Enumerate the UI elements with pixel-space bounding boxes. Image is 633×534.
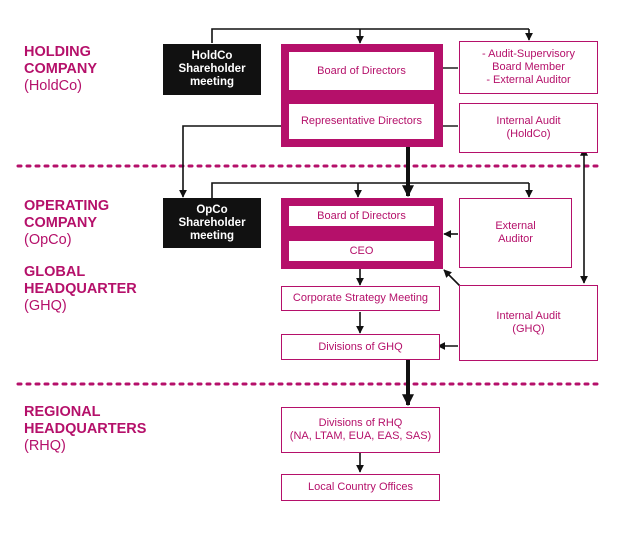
section-opco-sub: (OpCo) [24,232,72,248]
opco-shareholder-line-3: meeting [189,229,235,242]
opco-top-bracket [211,182,529,198]
holdco-board-of-directors: Board of Directors [289,52,434,90]
section-ghq-title-2: HEADQUARTER [24,281,137,297]
external-auditor-line-2: Auditor [498,233,533,245]
internal-audit-holdco-line-2: (HoldCo) [506,128,551,140]
internal-audit-ghq-line-1: Internal Audit [496,310,561,322]
holdco-shareholder-line-3: meeting [189,76,235,88]
arrow-ghq-audit-to-opco [443,269,461,287]
section-opco-title-2: COMPANY [24,215,98,231]
section-holdco: HOLDING COMPANY (HoldCo) [24,44,97,95]
opco-shareholder-line-2: Shareholder [178,216,246,229]
audit-board-line-1: - Audit-Supervisory [482,48,575,60]
section-rhq-title-1: REGIONAL [24,404,101,420]
section-rhq: REGIONAL HEADQUARTERS (RHQ) [24,404,146,455]
opco-ceo: CEO [289,241,434,261]
arrow-to-opco-shareholder [179,125,282,198]
divisions-rhq-line-1: Divisions of RHQ [318,417,403,429]
opco-board-of-directors: Board of Directors [289,206,434,226]
holdco-shareholder-line-2: Shareholder [178,63,246,75]
section-ghq-title-1: GLOBAL [24,264,86,280]
opco-shareholder-line-1: OpCo [196,203,228,216]
audit-supervisory-board: - Audit-Supervisory Board Member - Exter… [459,41,598,94]
divisions-rhq-line-2: (NA, LTAM, EUA, EAS, SAS) [289,430,432,442]
section-rhq-sub: (RHQ) [24,438,66,454]
holdco-shareholder-line-1: HoldCo [191,50,233,62]
section-ghq: GLOBAL HEADQUARTER (GHQ) [24,264,137,315]
section-holdco-title-2: COMPANY [24,61,98,77]
local-country-offices: Local Country Offices [281,474,440,501]
internal-audit-holdco-line-1: Internal Audit [496,115,561,127]
holdco-top-bracket [211,28,529,43]
audit-board-line-3: - External Auditor [486,74,571,86]
internal-audit-ghq: Internal Audit (GHQ) [459,285,598,361]
internal-audit-ghq-line-2: (GHQ) [512,323,545,335]
opco-shareholder-meeting: OpCo Shareholder meeting [163,198,261,248]
section-opco-title-1: OPERATING [24,198,110,214]
corporate-strategy-meeting: Corporate Strategy Meeting [281,286,440,311]
divisions-of-ghq: Divisions of GHQ [281,334,440,360]
holdco-shareholder-meeting: HoldCo Shareholder meeting [163,44,261,95]
divisions-of-rhq: Divisions of RHQ (NA, LTAM, EUA, EAS, SA… [281,407,440,453]
section-rhq-title-2: HEADQUARTERS [24,421,147,437]
section-opco: OPERATING COMPANY (OpCo) [24,198,109,249]
internal-audit-holdco: Internal Audit (HoldCo) [459,103,598,153]
section-ghq-sub: (GHQ) [24,298,67,314]
external-auditor: External Auditor [459,198,572,268]
section-holdco-title-1: HOLDING [24,44,91,60]
audit-board-line-2: Board Member [492,61,565,73]
external-auditor-line-1: External [495,220,536,232]
holdco-representative-directors: Representative Directors [289,104,434,139]
section-holdco-sub: (HoldCo) [24,78,83,94]
